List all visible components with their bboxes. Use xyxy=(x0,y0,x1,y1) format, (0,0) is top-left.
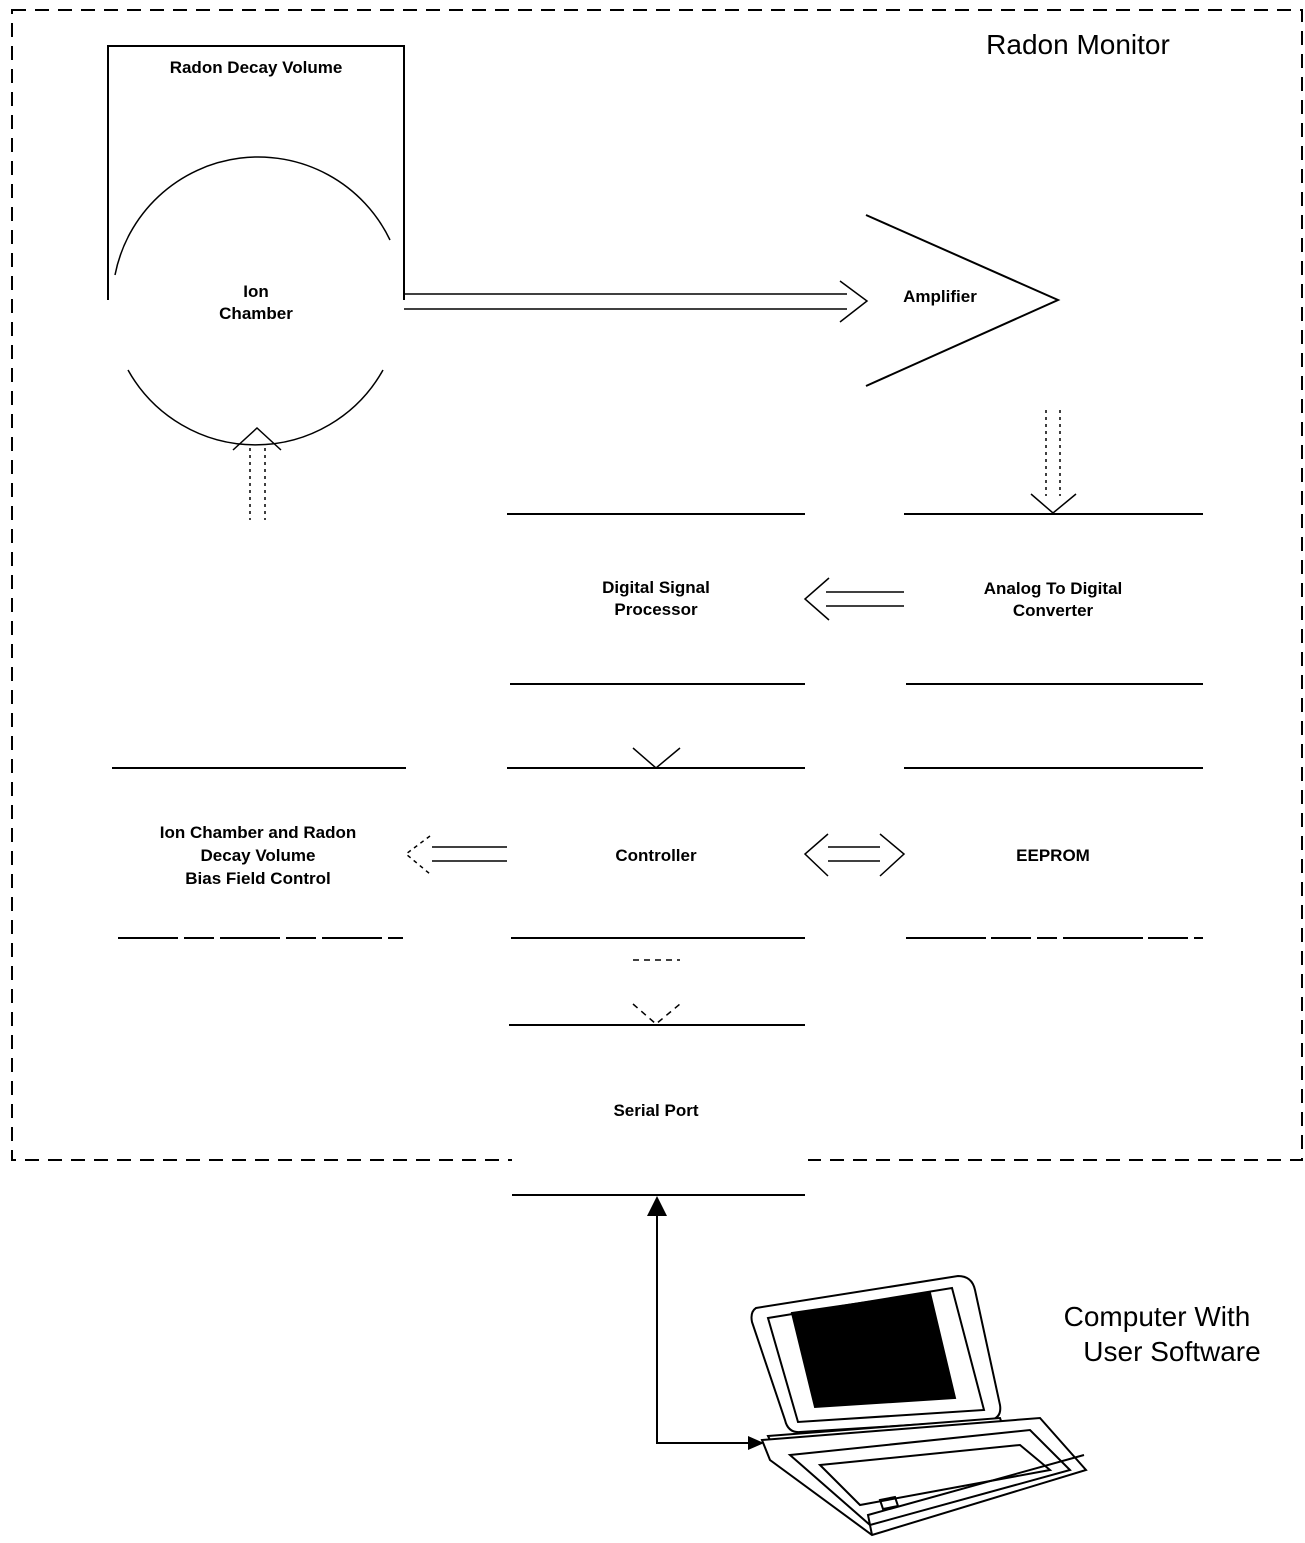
eeprom-label: EEPROM xyxy=(1016,846,1090,865)
computer-label-1: Computer With xyxy=(1064,1301,1251,1332)
serial-cable-line xyxy=(647,1196,760,1444)
arrow-amplifier-to-adc xyxy=(1030,410,1077,514)
bias-label-1: Ion Chamber and Radon xyxy=(160,823,356,842)
adc-label-2: Converter xyxy=(1013,601,1094,620)
dsp-label-1: Digital Signal xyxy=(602,578,710,597)
computer-label-2: User Software xyxy=(1083,1336,1260,1367)
bias-label-2: Decay Volume xyxy=(201,846,316,865)
ion-chamber-upper-arc xyxy=(114,156,391,276)
ion-chamber-lower-arc xyxy=(127,369,384,446)
radon-monitor-title: Radon Monitor xyxy=(986,29,1170,60)
adc-label-1: Analog To Digital xyxy=(984,579,1123,598)
ion-chamber-label-1: Ion xyxy=(243,282,269,301)
radon-decay-volume xyxy=(107,45,405,300)
bias-label-3: Bias Field Control xyxy=(185,869,330,888)
radon-decay-volume-label: Radon Decay Volume xyxy=(170,58,343,77)
laptop-icon xyxy=(750,1274,1088,1537)
arrow-controller-to-serial xyxy=(632,959,681,1025)
amplifier-triangle xyxy=(865,214,1061,387)
arrow-dsp-to-controller xyxy=(632,747,681,769)
amplifier-label: Amplifier xyxy=(903,287,977,306)
arrow-ion-chamber-to-amplifier xyxy=(404,280,869,323)
cable-arrow-to-laptop xyxy=(748,1436,764,1450)
serial-boundary-gap xyxy=(512,1150,808,1170)
serial-port-label: Serial Port xyxy=(613,1101,698,1120)
arrow-adc-to-dsp xyxy=(803,577,904,621)
arrow-bias-to-ion-chamber xyxy=(232,426,282,520)
ion-chamber-label-2: Chamber xyxy=(219,304,293,323)
arrow-controller-to-bias xyxy=(404,835,507,875)
controller-label: Controller xyxy=(615,846,697,865)
dsp-label-2: Processor xyxy=(614,600,698,619)
arrow-controller-eeprom-bidirectional xyxy=(803,833,906,877)
